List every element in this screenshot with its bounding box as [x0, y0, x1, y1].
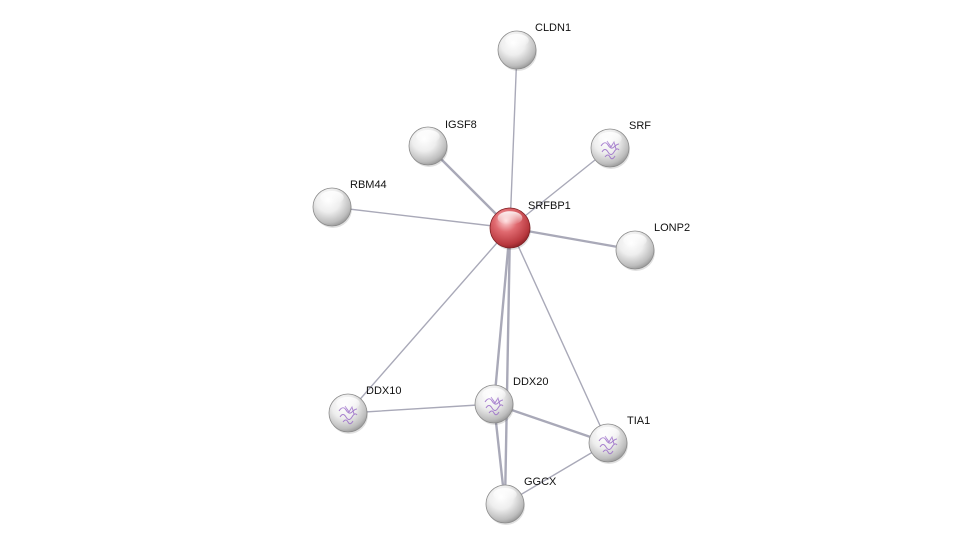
node-label-ddx20: DDX20	[513, 376, 548, 388]
node-cldn1[interactable]: CLDN1	[497, 22, 571, 71]
node-label-ggcx: GGCX	[524, 476, 557, 488]
node-srf[interactable]: SRF	[590, 120, 651, 169]
node-label-ddx10: DDX10	[366, 385, 401, 397]
edge-srfbp1-ddx10[interactable]	[347, 227, 511, 414]
srf-structure-icon	[600, 140, 620, 160]
edge-srfbp1-lonp2[interactable]	[508, 226, 637, 252]
edge-srfbp1-ddx20[interactable]	[492, 226, 512, 406]
ddx10-structure-icon	[338, 405, 358, 425]
edge-srfbp1-ggcx[interactable]	[503, 226, 512, 506]
node-srfbp1[interactable]: SRFBP1	[489, 200, 571, 250]
node-label-cldn1: CLDN1	[535, 22, 571, 34]
node-label-tia1: TIA1	[627, 415, 650, 427]
node-gloss	[416, 130, 440, 143]
node-label-rbm44: RBM44	[350, 179, 387, 191]
node-label-lonp2: LONP2	[654, 222, 690, 234]
node-gloss	[505, 34, 529, 47]
node-gloss	[482, 388, 506, 401]
edge-srfbp1-tia1[interactable]	[509, 227, 609, 444]
node-label-srfbp1: SRFBP1	[528, 200, 571, 212]
edge-layer	[331, 49, 637, 506]
node-gloss	[497, 211, 523, 225]
node-gloss	[320, 191, 344, 204]
node-label-srf: SRF	[629, 120, 651, 132]
node-gloss	[596, 427, 620, 440]
edge-srfbp1-srf[interactable]	[509, 147, 611, 229]
edge-ddx20-tia1[interactable]	[492, 402, 610, 445]
node-rbm44[interactable]: RBM44	[312, 179, 387, 228]
tia1-structure-icon	[598, 435, 618, 455]
edge-tia1-ggcx[interactable]	[504, 442, 609, 505]
edge-srfbp1-cldn1[interactable]	[509, 49, 518, 229]
node-igsf8[interactable]: IGSF8	[408, 119, 477, 167]
node-lonp2[interactable]: LONP2	[615, 222, 690, 271]
node-gloss	[336, 397, 360, 410]
edge-ddx10-ddx20[interactable]	[347, 403, 495, 414]
node-label-igsf8: IGSF8	[445, 119, 477, 131]
node-gloss	[493, 488, 517, 501]
node-ddx10[interactable]: DDX10	[328, 385, 401, 434]
ddx20-structure-icon	[484, 396, 504, 416]
node-gloss	[598, 132, 622, 145]
node-ggcx[interactable]: GGCX	[485, 476, 557, 525]
edge-srfbp1-rbm44[interactable]	[331, 206, 511, 229]
node-gloss	[623, 234, 647, 247]
node-tia1[interactable]: TIA1	[588, 415, 650, 464]
node-ddx20[interactable]: DDX20	[474, 376, 548, 425]
